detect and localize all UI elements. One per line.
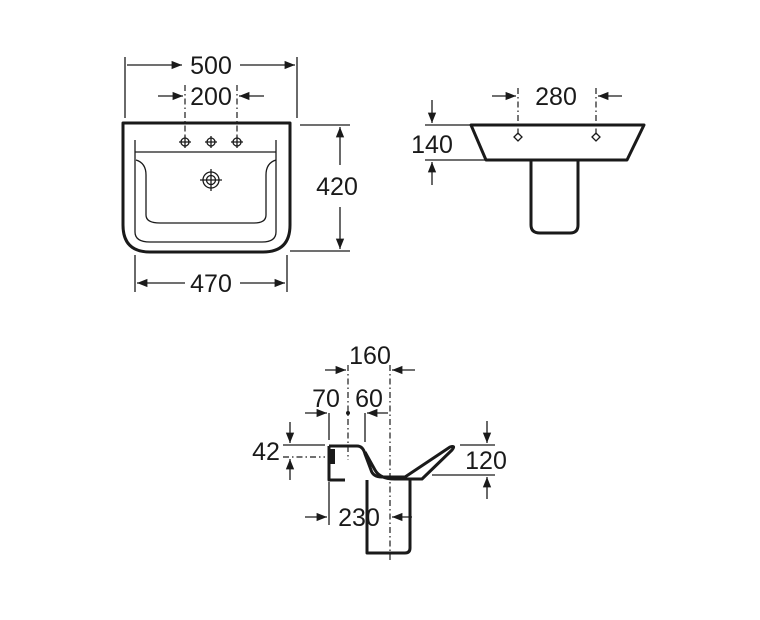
fixing-hole-icons [513,132,601,142]
dim-280: 280 [535,83,577,111]
dim-120: 120 [465,447,507,475]
dim-230: 230 [338,504,380,532]
dim-140: 140 [411,131,453,159]
basin-side-profile [329,444,456,481]
dim-200: 200 [190,83,232,111]
drain-icon [200,169,222,191]
dim-60: 60 [355,385,383,413]
basin-rear-outline [469,123,646,162]
pedestal-outline [529,160,580,235]
dim-420: 420 [316,173,358,201]
tap-hole-icons [179,136,243,148]
dim-160: 160 [349,342,391,370]
front-view: 500 200 420 470 [121,52,358,298]
rear-view: 280 140 [411,83,646,235]
dim-70: 70 [312,385,340,413]
dim-470: 470 [190,270,232,298]
basin-outline [121,121,292,254]
dim-42: 42 [252,438,280,466]
pedestal-side-outline [365,478,412,555]
side-view: 160 70 60 42 120 230 [252,342,507,560]
dim-500: 500 [190,52,232,80]
